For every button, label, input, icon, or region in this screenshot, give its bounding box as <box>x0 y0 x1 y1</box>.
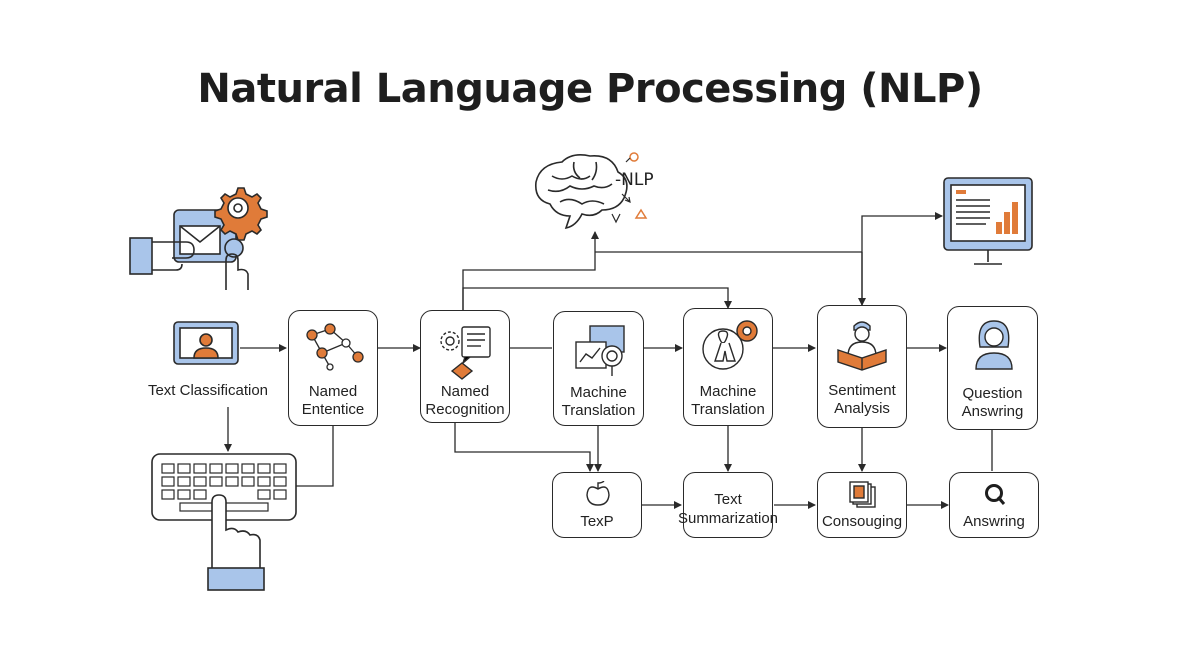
node-answring[interactable]: Answring <box>949 472 1039 538</box>
node-consouging[interactable]: Consouging <box>817 472 907 538</box>
node-label: Machine <box>570 384 627 401</box>
page-title: Natural Language Processing (NLP) <box>197 66 983 112</box>
node-label: Question <box>962 385 1023 402</box>
node-label: Text Classification <box>147 382 269 399</box>
node-label: Answring <box>963 513 1025 530</box>
node-named-ententice[interactable]: Named Ententice <box>288 310 378 426</box>
node-texp[interactable]: TexP <box>552 472 642 538</box>
brain-illustration <box>534 152 648 230</box>
node-label: Recognition <box>425 401 505 418</box>
person-avatar-icon <box>974 320 1013 370</box>
node-label: Named <box>308 383 358 400</box>
gear-document-icon <box>440 326 491 380</box>
node-machine-translation-2[interactable]: Machine Translation <box>683 308 773 426</box>
node-label: TexP <box>580 513 614 530</box>
network-nodes-icon <box>306 323 364 371</box>
node-label: Translation <box>691 401 765 418</box>
node-label: Analysis <box>834 400 890 417</box>
node-named-recognition[interactable]: Named Recognition <box>420 310 510 423</box>
hand-envelope-gear-illustration <box>129 187 268 290</box>
person-target-icon <box>702 320 758 370</box>
apple-icon <box>586 481 610 506</box>
node-label: Ententice <box>301 401 365 418</box>
node-question-answring[interactable]: Question Answring <box>947 306 1038 430</box>
node-machine-translation-1[interactable]: Machine Translation <box>553 311 644 426</box>
node-text-summarization[interactable]: Text Summarization <box>678 472 778 538</box>
magnifier-q-icon <box>985 484 1006 505</box>
node-label: Machine <box>699 383 757 400</box>
node-label: Consouging <box>821 513 903 530</box>
monitor-chart-illustration <box>943 177 1033 265</box>
monitor-person-icon <box>173 321 239 365</box>
node-label: Translation <box>561 402 636 419</box>
node-label: Named <box>440 383 490 400</box>
node-label: Sentiment <box>828 382 896 399</box>
node-sentiment-analysis[interactable]: Sentiment Analysis <box>817 305 907 428</box>
brain-nlp-label: -NLP <box>615 170 654 190</box>
node-label: Answring <box>961 403 1024 420</box>
reader-book-icon <box>837 321 887 371</box>
node-label: Summarization <box>677 510 779 527</box>
chart-magnifier-icon <box>574 325 625 376</box>
document-stack-icon <box>849 481 876 508</box>
keyboard-hand-illustration <box>151 453 297 591</box>
node-text-classification[interactable]: Text Classification <box>128 320 298 410</box>
node-label: Text <box>714 491 742 508</box>
